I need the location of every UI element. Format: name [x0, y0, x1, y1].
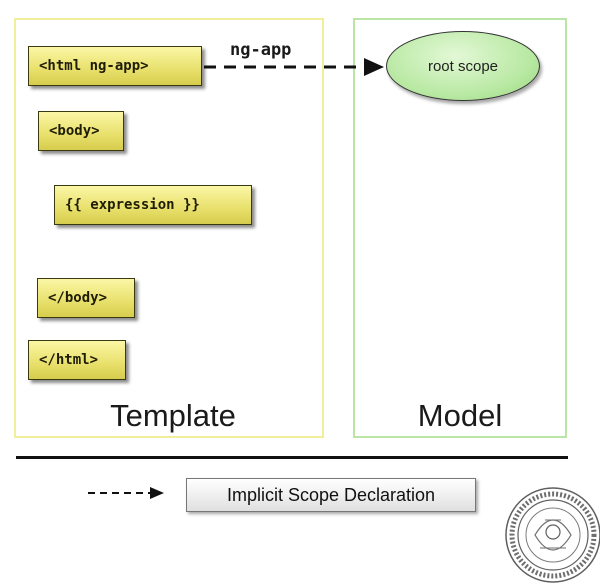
root-scope-ellipse: root scope: [386, 31, 540, 101]
body-close-tag: </body>: [37, 278, 135, 318]
template-label: Template: [110, 398, 236, 433]
model-panel: [353, 18, 567, 438]
divider-line: [16, 456, 568, 459]
html-ng-app-tag: <html ng-app>: [28, 46, 202, 86]
legend-box: Implicit Scope Declaration: [186, 478, 476, 512]
expression-tag: {{ expression }}: [54, 185, 252, 225]
html-close-tag: </html>: [28, 340, 126, 380]
legend-arrowhead: [150, 487, 164, 499]
ng-app-arrow-label: ng-app: [230, 40, 292, 60]
model-label: Model: [417, 398, 503, 433]
body-open-tag: <body>: [38, 111, 124, 151]
ng-app-arrowhead: [364, 58, 384, 76]
template-panel: [14, 18, 324, 438]
